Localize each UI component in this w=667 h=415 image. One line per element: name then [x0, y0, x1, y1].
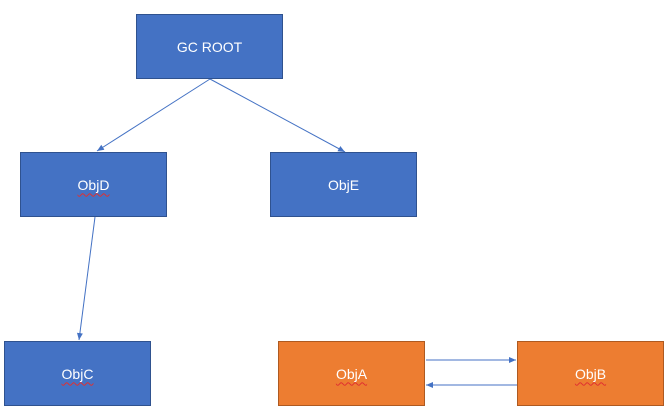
node-objc-label: ObjC — [61, 365, 94, 382]
node-obje: ObjE — [270, 152, 417, 217]
edge-gcroot-to-objd — [96, 78, 211, 152]
node-obja-label: ObjA — [335, 365, 368, 382]
edge-objd-to-objc — [76, 216, 96, 341]
node-objd: ObjD — [20, 152, 167, 217]
node-objc: ObjC — [4, 341, 151, 406]
node-objb: ObjB — [517, 341, 664, 406]
node-obje-label: ObjE — [327, 176, 360, 193]
edge-gcroot-to-obje — [209, 78, 346, 153]
node-gc-root-label: GC ROOT — [176, 38, 243, 55]
node-obja: ObjA — [278, 341, 425, 406]
node-objb-label: ObjB — [574, 365, 607, 382]
node-objd-label: ObjD — [77, 176, 110, 193]
node-gc-root: GC ROOT — [136, 14, 283, 79]
